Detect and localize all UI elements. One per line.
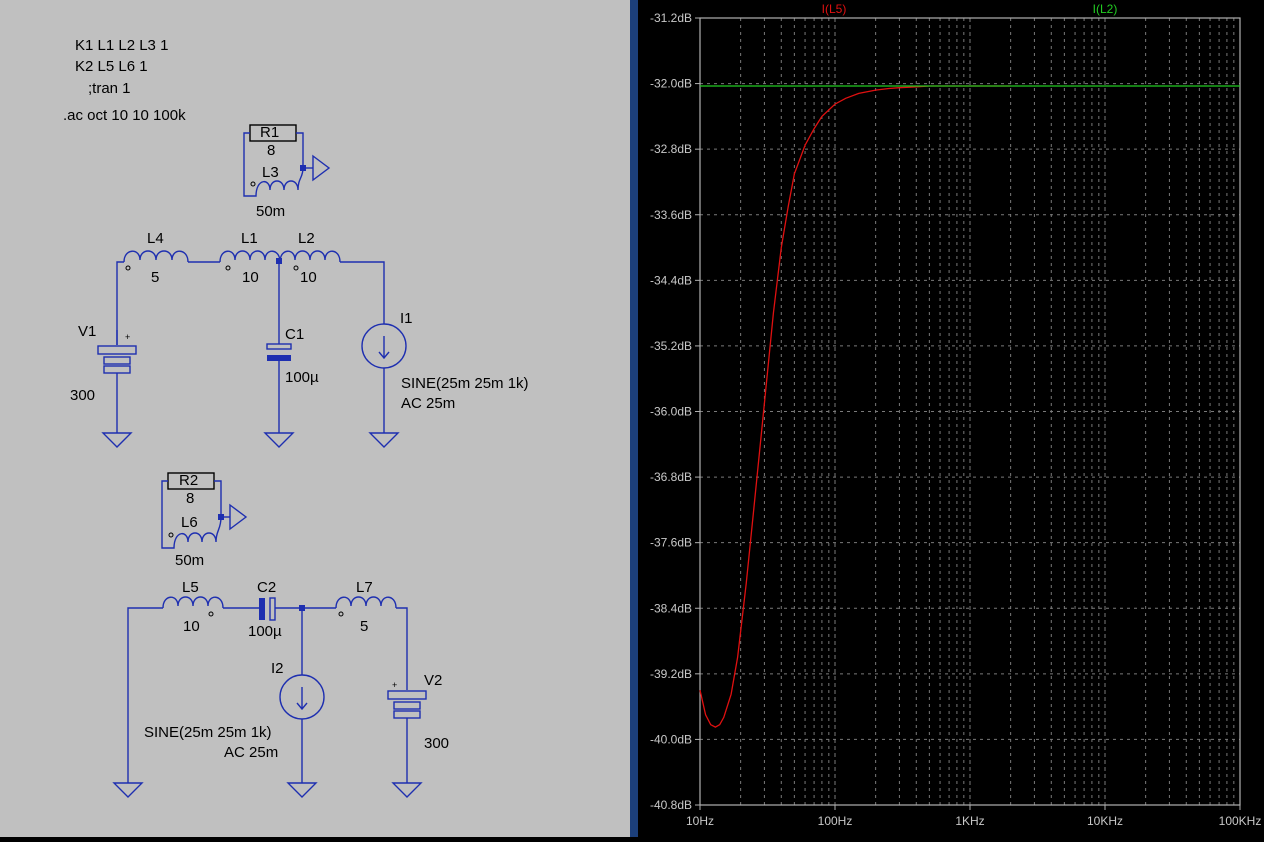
- v2-name: V2: [424, 672, 442, 689]
- l6-value: 50m: [175, 552, 204, 569]
- l6-name: L6: [181, 514, 198, 531]
- traces: [699, 85, 1240, 728]
- x-tick-label: 10Hz: [686, 814, 714, 828]
- r2-name: R2: [179, 472, 198, 489]
- v1-name: V1: [78, 323, 96, 340]
- legend-label: I(L5): [822, 2, 847, 16]
- inductor-l1[interactable]: L1 10: [219, 230, 281, 286]
- directive-ac[interactable]: .ac oct 10 10 100k: [63, 107, 186, 124]
- grid: [699, 17, 1240, 806]
- l7-name: L7: [356, 579, 373, 596]
- l3-value: 50m: [256, 203, 285, 220]
- y-tick-label: -34.4dB: [650, 273, 692, 287]
- l1-name: L1: [241, 230, 258, 247]
- directive-k2[interactable]: K2 L5 L6 1: [75, 58, 148, 75]
- voltage-source-v2[interactable]: + V2 300: [387, 672, 449, 783]
- x-tick-label: 10KHz: [1087, 814, 1123, 828]
- ground-icon: [101, 432, 133, 448]
- ground-icon: [112, 782, 144, 798]
- y-tick-label: -36.0dB: [650, 405, 692, 419]
- directive-k1[interactable]: K1 L1 L2 L3 1: [75, 37, 168, 54]
- current-source-i1[interactable]: I1 SINE(25m 25m 1k) AC 25m: [361, 310, 529, 433]
- y-tick-label: -35.2dB: [650, 339, 692, 353]
- i1-value-line1: SINE(25m 25m 1k): [401, 375, 529, 392]
- y-tick-label: -31.2dB: [650, 11, 692, 25]
- l4-value: 5: [151, 269, 159, 286]
- l5-name: L5: [182, 579, 199, 596]
- i1-name: I1: [400, 310, 413, 327]
- c1-name: C1: [285, 326, 304, 343]
- ground-ref-icon: [312, 154, 331, 182]
- ground-icon: [391, 782, 423, 798]
- svg-text:+: +: [392, 680, 397, 690]
- x-tick-label: 100KHz: [1219, 814, 1262, 828]
- plot-canvas[interactable]: -31.2dB -32.0dB -32.8dB -33.6dB -34.4dB -35.2…: [638, 0, 1264, 837]
- y-tick-label: -37.6dB: [650, 536, 692, 550]
- svg-text:+: +: [125, 332, 130, 342]
- y-tick-label: -40.8dB: [650, 798, 692, 812]
- schematic-canvas[interactable]: K1 L1 L2 L3 1 K2 L5 L6 1 ;tran 1 .ac oct…: [0, 0, 630, 837]
- voltage-source-v1[interactable]: + V1 300: [70, 323, 137, 433]
- waveform-viewer[interactable]: -31.2dB -32.0dB -32.8dB -33.6dB -34.4dB -35.2…: [638, 0, 1264, 837]
- y-tick-label: -38.4dB: [650, 601, 692, 615]
- y-tick-label: -33.6dB: [650, 208, 692, 222]
- y-tick-label: -32.8dB: [650, 142, 692, 156]
- v2-value: 300: [424, 735, 449, 752]
- i2-value-line1: SINE(25m 25m 1k): [144, 724, 272, 741]
- l5-value: 10: [183, 618, 200, 635]
- y-tick-label: -32.0dB: [650, 77, 692, 91]
- i1-value-line2: AC 25m: [401, 395, 455, 412]
- l2-name: L2: [298, 230, 315, 247]
- r2-value: 8: [186, 490, 194, 507]
- inductor-l6[interactable]: L6 50m: [168, 514, 222, 569]
- y-tick-label: -36.8dB: [650, 470, 692, 484]
- directive-tran[interactable]: ;tran 1: [88, 80, 131, 97]
- r1-value: 8: [267, 142, 275, 159]
- inductor-l2[interactable]: L2 10: [279, 230, 341, 286]
- l1-value: 10: [242, 269, 259, 286]
- trace-i-l5: [699, 85, 1011, 728]
- ground-icon: [368, 432, 400, 448]
- axes: -31.2dB -32.0dB -32.8dB -33.6dB -34.4dB -35.2…: [650, 11, 1261, 828]
- c1-value: 100µ: [285, 369, 319, 386]
- capacitor-c1[interactable]: C1 100µ: [266, 264, 319, 433]
- current-source-i2[interactable]: I2 SINE(25m 25m 1k) AC 25m: [144, 611, 325, 783]
- v1-value: 300: [70, 387, 95, 404]
- y-tick-label: -40.0dB: [650, 732, 692, 746]
- inductor-l7[interactable]: L7 5: [335, 579, 397, 635]
- resistor-r2[interactable]: R2 8: [167, 472, 215, 507]
- ground-ref-icon: [229, 503, 248, 531]
- l2-value: 10: [300, 269, 317, 286]
- pane-splitter[interactable]: [630, 0, 638, 837]
- x-tick-label: 100Hz: [818, 814, 853, 828]
- x-tick-label: 1KHz: [955, 814, 984, 828]
- y-tick-label: -39.2dB: [650, 667, 692, 681]
- resistor-r1[interactable]: R1 8: [249, 124, 297, 159]
- legend-label: I(L2): [1093, 2, 1118, 16]
- l4-name: L4: [147, 230, 164, 247]
- i2-name: I2: [271, 660, 284, 677]
- l7-value: 5: [360, 618, 368, 635]
- ground-icon: [263, 432, 295, 448]
- c2-value: 100µ: [248, 623, 282, 640]
- inductor-l3[interactable]: L3 50m: [250, 164, 304, 220]
- ground-icon: [286, 782, 318, 798]
- l3-name: L3: [262, 164, 279, 181]
- i2-value-line2: AC 25m: [224, 744, 278, 761]
- c2-name: C2: [257, 579, 276, 596]
- capacitor-c2[interactable]: C2 100µ: [248, 579, 282, 640]
- schematic-editor[interactable]: K1 L1 L2 L3 1 K2 L5 L6 1 ;tran 1 .ac oct…: [0, 0, 630, 837]
- trace-legend: I(L5) I(L2): [822, 2, 1118, 16]
- inductor-l5[interactable]: L5 10: [162, 579, 224, 635]
- r1-name: R1: [260, 124, 279, 141]
- inductor-l4[interactable]: L4 5: [123, 230, 189, 286]
